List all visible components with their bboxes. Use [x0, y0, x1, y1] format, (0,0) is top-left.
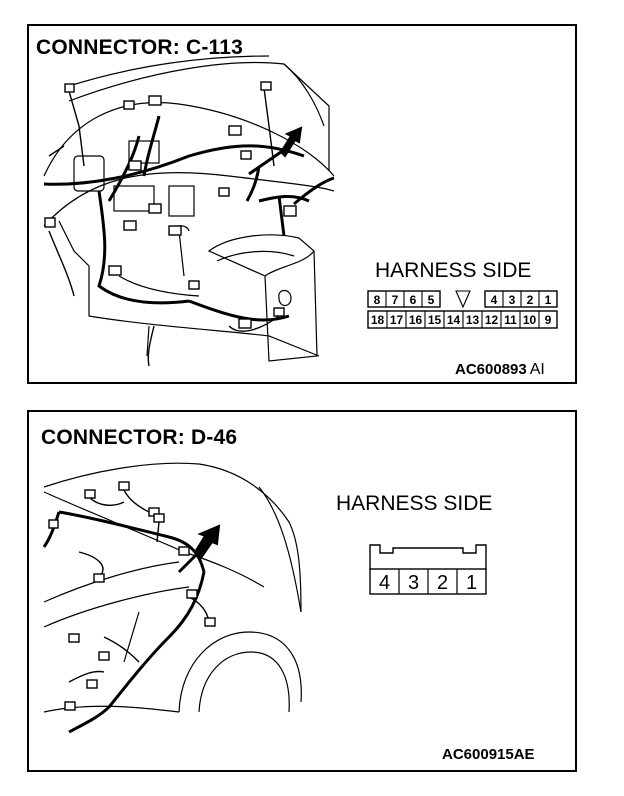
pin-label: 10	[523, 313, 537, 327]
pin-label: 18	[371, 313, 385, 327]
pin-label: 2	[437, 572, 448, 594]
pin-label: 1	[466, 572, 477, 594]
connector-title: CONNECTOR: C-113	[36, 36, 244, 59]
pin-label: 9	[545, 313, 552, 327]
harness-side-label: HARNESS SIDE	[336, 492, 493, 515]
figure-code-suffix: AI	[529, 361, 545, 378]
wiring-harness	[43, 115, 335, 322]
pin-label: 12	[485, 313, 499, 327]
connector-leads	[48, 87, 280, 367]
dashboard-outline	[43, 55, 335, 362]
pin-label: 4	[491, 293, 498, 307]
connector-title: CONNECTOR: D-46	[41, 426, 238, 449]
harness-connectors	[48, 481, 216, 711]
harness-connectors	[44, 81, 297, 329]
dashboard-illustration: 8 7 6 5 4 3 2 1 18 17 16 15 14 13 12 11 …	[43, 55, 558, 367]
connector-face-c113: 8 7 6 5 4 3 2 1 18 17 16 15 14 13 12 11 …	[367, 290, 558, 329]
pin-label: 8	[374, 293, 381, 307]
figure-code: AC600915AE	[442, 746, 535, 763]
connector-panel-d46: 4 3 2 1 CONNECTOR: D-46 HARNESS SIDE AC6…	[27, 410, 577, 772]
pin-label: 6	[410, 293, 417, 307]
trunk-outline	[43, 462, 302, 713]
pin-label: 5	[428, 293, 435, 307]
pin-label: 13	[466, 313, 480, 327]
connector-face-d46: 4 3 2 1	[369, 544, 487, 595]
pin-label: 2	[527, 293, 534, 307]
pin-label: 7	[392, 293, 399, 307]
pin-label: 11	[504, 313, 517, 327]
pin-label: 4	[379, 572, 390, 594]
pin-label: 3	[509, 293, 516, 307]
location-arrow	[193, 524, 221, 560]
pin-label: 3	[408, 572, 419, 594]
pin-label: 17	[390, 313, 404, 327]
trunk-illustration: 4 3 2 1	[42, 462, 487, 734]
pin-label: 15	[428, 313, 442, 327]
connector-panel-c113: 8 7 6 5 4 3 2 1 18 17 16 15 14 13 12 11 …	[27, 24, 577, 384]
pin-label: 14	[447, 313, 461, 327]
pin-label: 16	[409, 313, 423, 327]
figure-code-number: AC600893	[455, 361, 527, 378]
location-arrow	[279, 126, 303, 158]
pin-label: 1	[545, 293, 552, 307]
harness-side-label: HARNESS SIDE	[375, 259, 532, 282]
